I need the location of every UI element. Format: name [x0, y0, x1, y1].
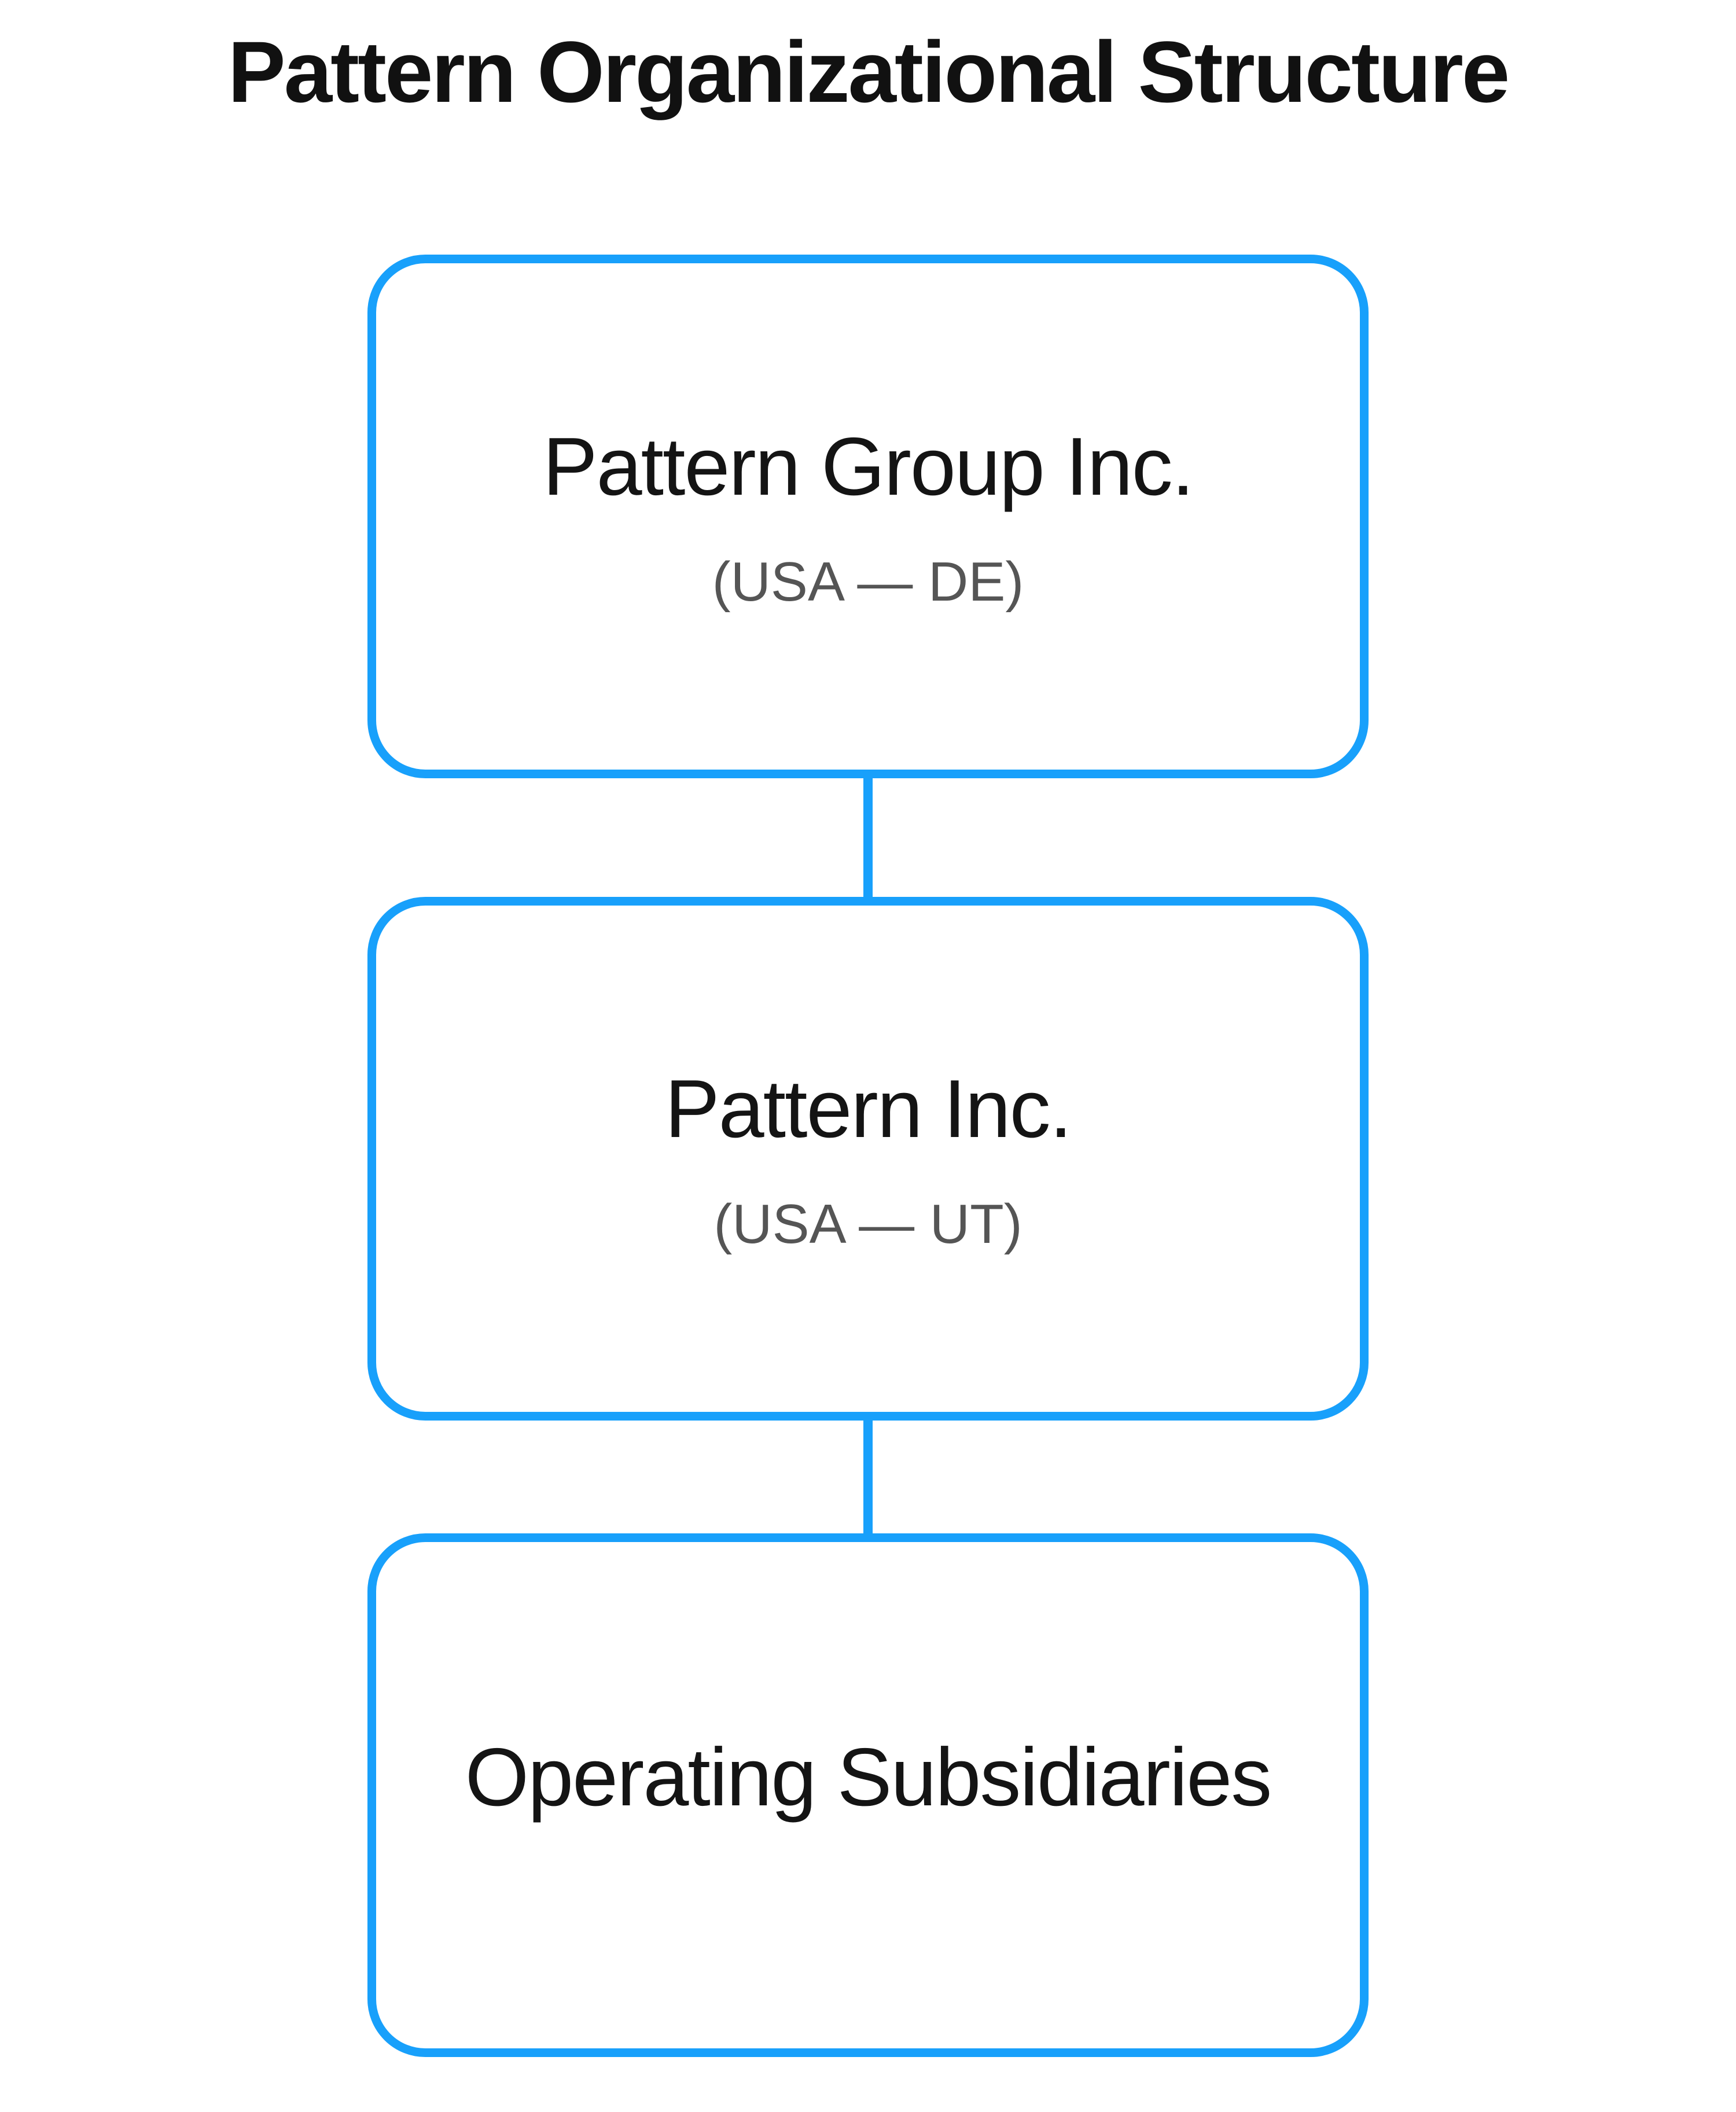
org-node-label: Operating Subsidiaries	[465, 1731, 1272, 1823]
org-node-label: Pattern Group Inc.	[542, 420, 1194, 513]
connector-line-group-to-inc	[863, 778, 873, 897]
connector-line-inc-to-subsidiaries	[863, 1421, 873, 1533]
org-node-pattern-group-inc: Pattern Group Inc. (USA — DE)	[367, 255, 1369, 778]
org-node-sublabel: (USA — UT)	[713, 1193, 1023, 1255]
diagram-title: Pattern Organizational Structure	[227, 23, 1510, 120]
org-node-pattern-inc: Pattern Inc. (USA — UT)	[367, 897, 1369, 1421]
org-node-label: Pattern Inc.	[664, 1062, 1072, 1155]
org-node-operating-subsidiaries: Operating Subsidiaries	[367, 1533, 1369, 2057]
org-node-sublabel: (USA — DE)	[712, 550, 1024, 613]
